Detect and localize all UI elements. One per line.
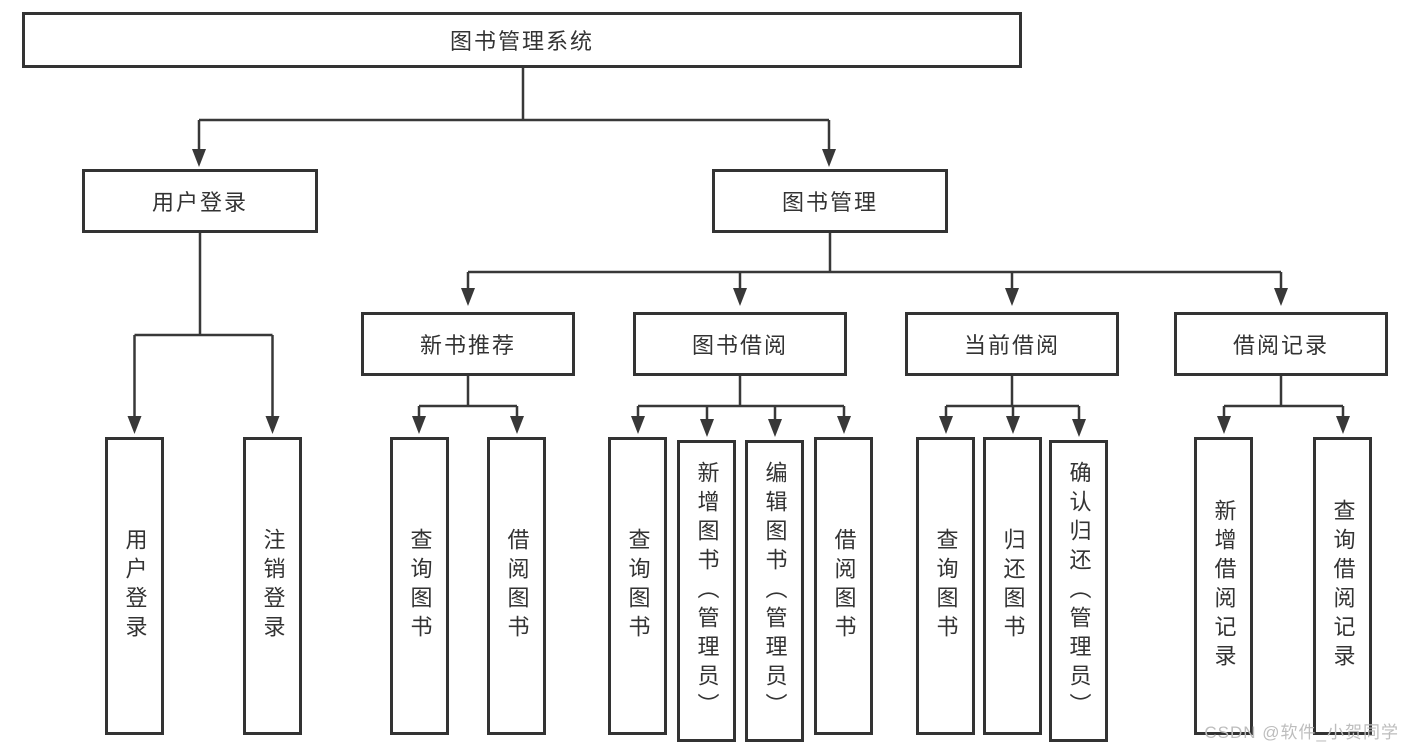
node-library-system: 图书管理系统: [22, 12, 1022, 68]
leaf-borrow-book-1: 借阅图书: [487, 437, 546, 735]
leaf-add-book-admin-label: 新增图书（管理员）: [694, 460, 720, 722]
leaf-logout-label: 注销登录: [260, 528, 286, 644]
node-book-borrow: 图书借阅: [633, 312, 847, 376]
node-book-management: 图书管理: [712, 169, 948, 233]
leaf-query-book-1-label: 查询图书: [407, 528, 433, 644]
leaf-user-login: 用户登录: [105, 437, 164, 735]
leaf-query-book-3: 查询图书: [916, 437, 975, 735]
node-borrow-records-label: 借阅记录: [1232, 333, 1329, 358]
leaf-confirm-return-admin: 确认归还（管理员）: [1049, 440, 1108, 742]
leaf-return-book: 归还图书: [983, 437, 1042, 735]
leaf-edit-book-admin-label: 编辑图书（管理员）: [762, 460, 788, 722]
leaf-query-book-2-label: 查询图书: [625, 528, 651, 644]
leaf-confirm-return-admin-label: 确认归还（管理员）: [1066, 460, 1092, 722]
leaf-query-borrow-record-label: 查询借阅记录: [1330, 499, 1356, 673]
leaf-add-borrow-record-label: 新增借阅记录: [1211, 499, 1237, 673]
leaf-add-borrow-record: 新增借阅记录: [1194, 437, 1253, 735]
leaf-return-book-label: 归还图书: [1000, 528, 1026, 644]
node-user-login: 用户登录: [82, 169, 318, 233]
node-user-login-label: 用户登录: [151, 190, 248, 215]
node-borrow-records: 借阅记录: [1174, 312, 1388, 376]
leaf-edit-book-admin: 编辑图书（管理员）: [745, 440, 804, 742]
node-library-system-label: 图书管理系统: [449, 29, 594, 54]
node-book-borrow-label: 图书借阅: [691, 333, 788, 358]
leaf-borrow-book-1-label: 借阅图书: [504, 528, 530, 644]
leaf-query-book-2: 查询图书: [608, 437, 667, 735]
node-new-book-recommend: 新书推荐: [361, 312, 575, 376]
leaf-query-borrow-record: 查询借阅记录: [1313, 437, 1372, 735]
node-book-management-label: 图书管理: [781, 190, 878, 215]
leaf-query-book-3-label: 查询图书: [933, 528, 959, 644]
csdn-watermark: CSDN @软件_小贺同学: [1204, 723, 1399, 742]
node-current-borrow: 当前借阅: [905, 312, 1119, 376]
leaf-borrow-book-2-label: 借阅图书: [831, 528, 857, 644]
leaf-query-book-1: 查询图书: [390, 437, 449, 735]
leaf-logout: 注销登录: [243, 437, 302, 735]
leaf-borrow-book-2: 借阅图书: [814, 437, 873, 735]
leaf-user-login-label: 用户登录: [122, 528, 148, 644]
node-new-book-recommend-label: 新书推荐: [419, 333, 516, 358]
node-current-borrow-label: 当前借阅: [963, 333, 1060, 358]
leaf-add-book-admin: 新增图书（管理员）: [677, 440, 736, 742]
